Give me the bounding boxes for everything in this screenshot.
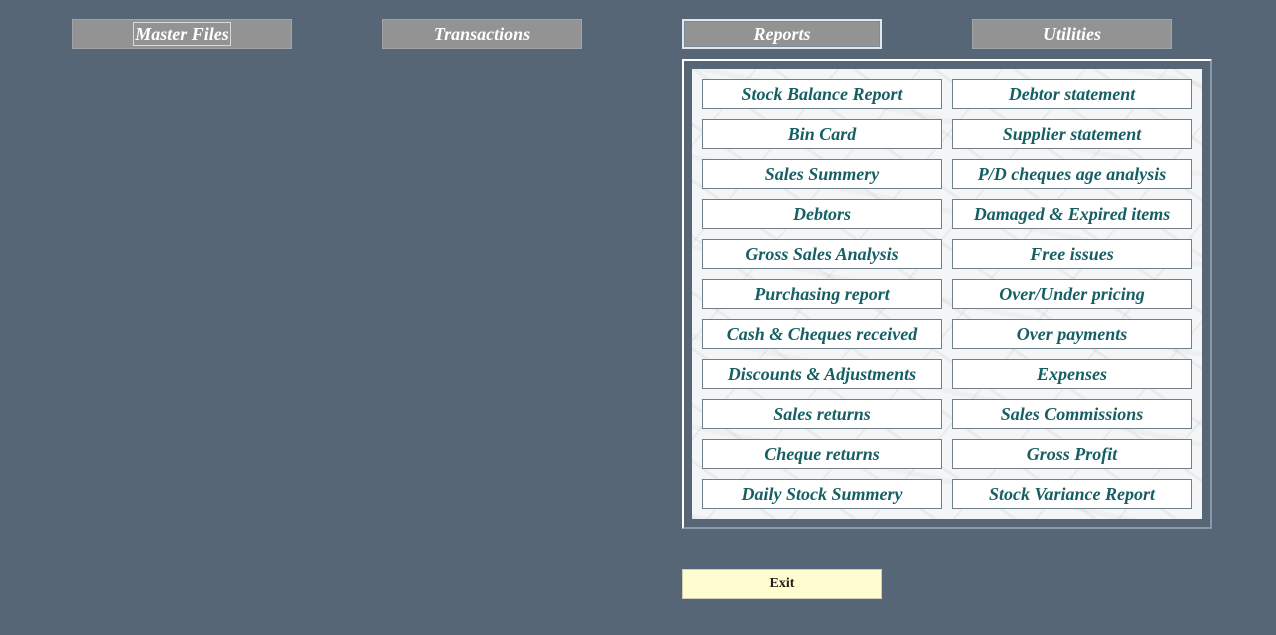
transactions-label: Transactions [433, 23, 531, 44]
reports-panel: Stock Balance Report Bin Card Sales Summ… [682, 59, 1212, 529]
transactions-menu-button[interactable]: Transactions [382, 19, 582, 49]
gross-profit-button[interactable]: Gross Profit [952, 439, 1192, 469]
damaged-expired-items-button[interactable]: Damaged & Expired items [952, 199, 1192, 229]
over-under-pricing-button[interactable]: Over/Under pricing [952, 279, 1192, 309]
sales-returns-button[interactable]: Sales returns [702, 399, 942, 429]
cheque-returns-button[interactable]: Cheque returns [702, 439, 942, 469]
free-issues-button[interactable]: Free issues [952, 239, 1192, 269]
gross-sales-analysis-button[interactable]: Gross Sales Analysis [702, 239, 942, 269]
utilities-label: Utilities [1043, 23, 1101, 44]
reports-label: Reports [753, 23, 811, 44]
sales-commissions-button[interactable]: Sales Commissions [952, 399, 1192, 429]
discounts-adjustments-button[interactable]: Discounts & Adjustments [702, 359, 942, 389]
expenses-button[interactable]: Expenses [952, 359, 1192, 389]
daily-stock-summery-button[interactable]: Daily Stock Summery [702, 479, 942, 509]
stock-variance-report-button[interactable]: Stock Variance Report [952, 479, 1192, 509]
sales-summery-button[interactable]: Sales Summery [702, 159, 942, 189]
master-files-menu-button[interactable]: Master Files [72, 19, 292, 49]
master-files-label: Master Files [133, 22, 231, 46]
bin-card-button[interactable]: Bin Card [702, 119, 942, 149]
exit-label: Exit [769, 576, 795, 591]
cash-cheques-received-button[interactable]: Cash & Cheques received [702, 319, 942, 349]
reports-menu-button[interactable]: Reports [682, 19, 882, 49]
debtor-statement-button[interactable]: Debtor statement [952, 79, 1192, 109]
utilities-menu-button[interactable]: Utilities [972, 19, 1172, 49]
exit-button[interactable]: Exit [682, 569, 882, 599]
over-payments-button[interactable]: Over payments [952, 319, 1192, 349]
debtors-button[interactable]: Debtors [702, 199, 942, 229]
purchasing-report-button[interactable]: Purchasing report [702, 279, 942, 309]
pd-cheques-age-analysis-button[interactable]: P/D cheques age analysis [952, 159, 1192, 189]
stock-balance-report-button[interactable]: Stock Balance Report [702, 79, 942, 109]
reports-button-grid: Stock Balance Report Bin Card Sales Summ… [692, 69, 1202, 519]
supplier-statement-button[interactable]: Supplier statement [952, 119, 1192, 149]
